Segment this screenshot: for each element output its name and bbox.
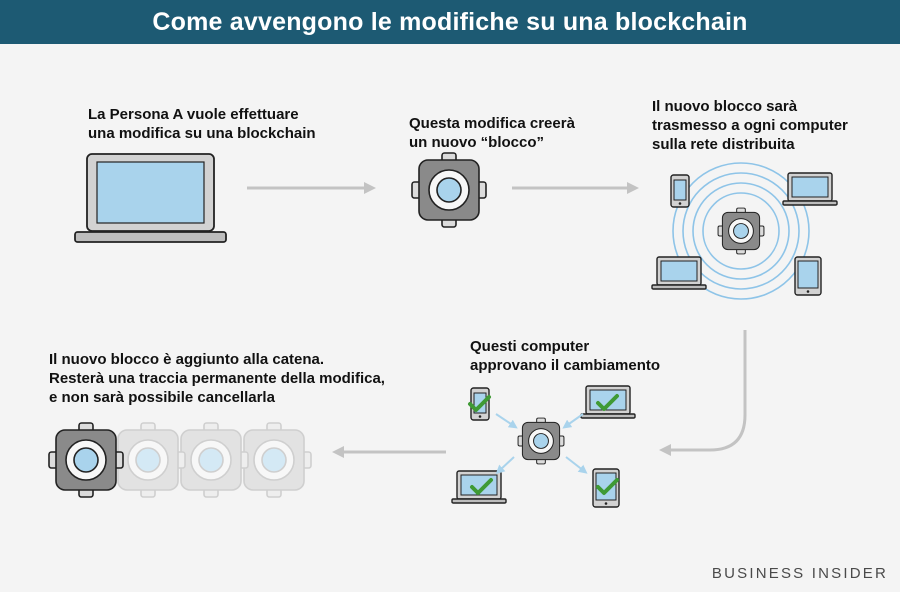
arrow-icon	[659, 330, 747, 456]
step-1-label: La Persona A vuole effettuare una modifi…	[88, 106, 316, 142]
header-bar: Come avvengono le modifiche su una block…	[0, 0, 900, 44]
laptop-icon	[580, 385, 636, 419]
block-icon	[517, 417, 565, 465]
brand-logo: BUSINESS INSIDER	[711, 565, 888, 582]
block-icon	[717, 207, 765, 255]
block-icon	[411, 152, 487, 228]
page-title: Come avvengono le modifiche su una block…	[152, 7, 748, 36]
tablet-icon	[794, 256, 822, 296]
chain-of-blocks-icon	[48, 422, 312, 498]
laptop-icon	[74, 153, 227, 243]
phone-icon	[670, 174, 690, 208]
step-5-label: Il nuovo blocco è aggiunto alla catena. …	[49, 351, 385, 406]
laptop-icon	[782, 172, 838, 206]
step-4-label: Questi computer approvano il cambiamento	[470, 338, 661, 374]
step-3-label: Il nuovo blocco sarà trasmesso a ogni co…	[652, 98, 848, 153]
broadcast-rings-icon	[672, 162, 810, 300]
laptop-icon	[651, 256, 707, 290]
step-2-label: Questa modifica creerà un nuovo “blocco”	[409, 115, 575, 151]
laptop-icon	[451, 470, 507, 504]
